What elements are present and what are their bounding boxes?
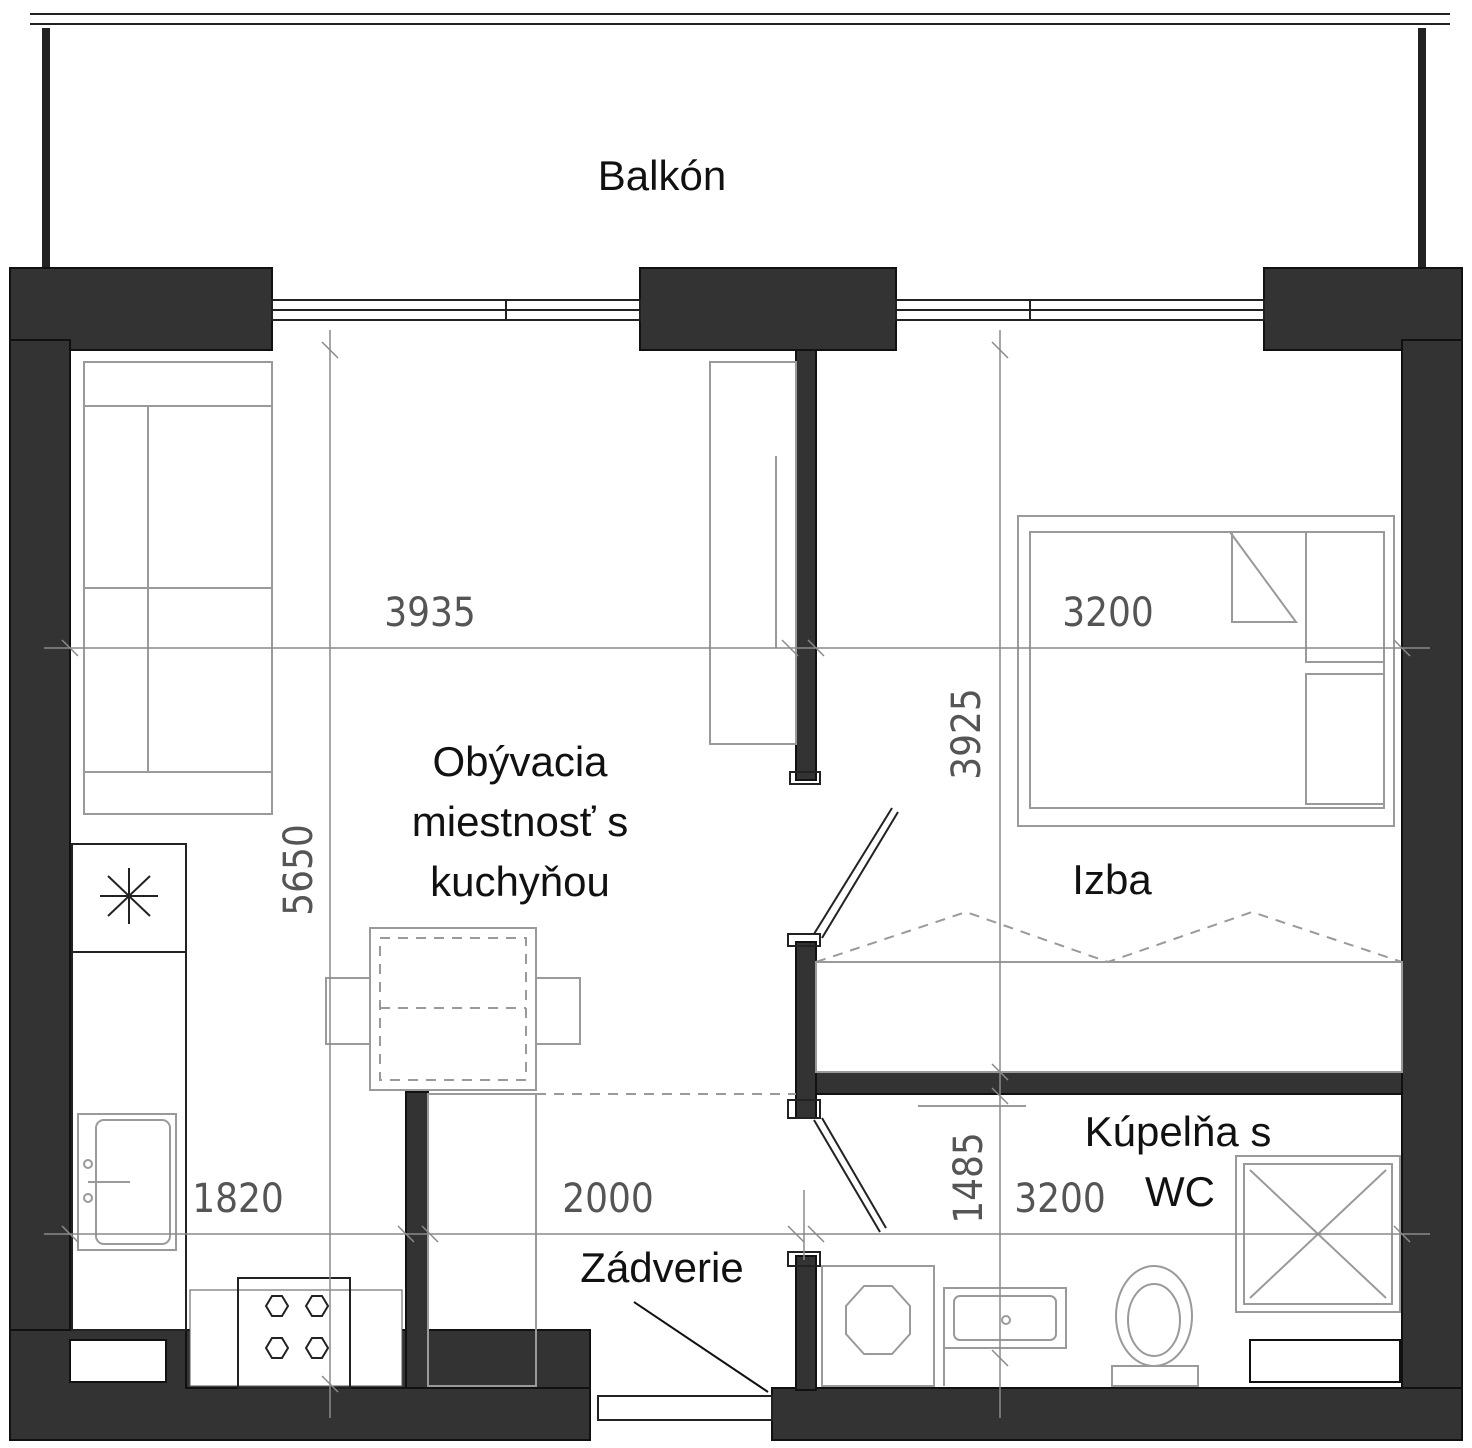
burner-icon [264, 1295, 330, 1359]
dim-kitchen-width: 1820 [192, 1176, 284, 1222]
living-furniture [83, 361, 797, 1387]
dimension-labels: 3935 3200 3925 5650 1820 2000 1485 3200 [192, 590, 1154, 1224]
wall-living-bedroom-upper [795, 349, 817, 781]
wardrobe [709, 361, 797, 745]
door-bedroom [813, 807, 893, 935]
bedroom-wardrobe [815, 961, 1403, 1073]
wall-kitchen-entrance [405, 1091, 429, 1389]
label-living-2: miestnosť s [412, 798, 628, 845]
label-bathroom-2: WC [1145, 1168, 1215, 1215]
balcony-right-post [1418, 28, 1426, 268]
toilet [1111, 1265, 1199, 1387]
dim-entrance-width: 2000 [562, 1176, 654, 1222]
interior-walls [405, 349, 1403, 1391]
wall-top-right [1263, 267, 1463, 351]
bedroom-furniture [815, 515, 1403, 1073]
balcony-left-post [42, 28, 50, 268]
kitchen-sink [77, 1113, 177, 1251]
washing-machine [821, 1265, 935, 1387]
doors [536, 807, 899, 1393]
dim-bedroom-width: 3200 [1062, 590, 1154, 636]
pillow-top [1305, 531, 1385, 663]
wall-top-left [9, 267, 273, 351]
label-balcony: Balkón [598, 152, 726, 199]
pillow-bottom [1305, 673, 1385, 805]
label-bathroom-1: Kúpelňa s [1085, 1108, 1272, 1155]
wall-left [9, 339, 71, 1441]
balcony [30, 13, 1450, 268]
dim-living-width: 3935 [384, 590, 476, 636]
chair-left [325, 977, 371, 1045]
label-living-1: Obývacia [432, 738, 608, 785]
asterisk-icon [100, 868, 158, 924]
label-bedroom: Izba [1072, 856, 1152, 903]
washbasin [943, 1287, 1067, 1349]
wall-top-middle [639, 267, 897, 351]
windows [271, 299, 1265, 1421]
wall-bottom-right [771, 1387, 1463, 1441]
wall-living-bedroom-lower [795, 941, 817, 1119]
kitchen [71, 843, 351, 1389]
dim-bedroom-depth: 3925 [944, 688, 990, 780]
window-entrance [597, 1395, 773, 1421]
dim-bathroom-depth: 1485 [946, 1132, 992, 1224]
door-bathroom [813, 1119, 881, 1233]
chair-right [535, 977, 581, 1045]
bed [1017, 515, 1395, 827]
room-labels: Balkón Obývacia miestnosť s kuchyňou Izb… [412, 152, 1272, 1291]
dimension-lines [44, 330, 1430, 1418]
cooktop [237, 1277, 351, 1389]
wall-bedroom-bath [815, 1071, 1403, 1095]
dim-living-depth: 5650 [276, 824, 322, 916]
wall-right [1401, 339, 1463, 1441]
dim-bathroom-width: 3200 [1014, 1176, 1106, 1222]
wall-entrance-bath [795, 1255, 817, 1391]
label-living-3: kuchyňou [430, 858, 610, 905]
door-entrance [633, 1301, 769, 1393]
label-entrance: Zádverie [580, 1244, 743, 1291]
